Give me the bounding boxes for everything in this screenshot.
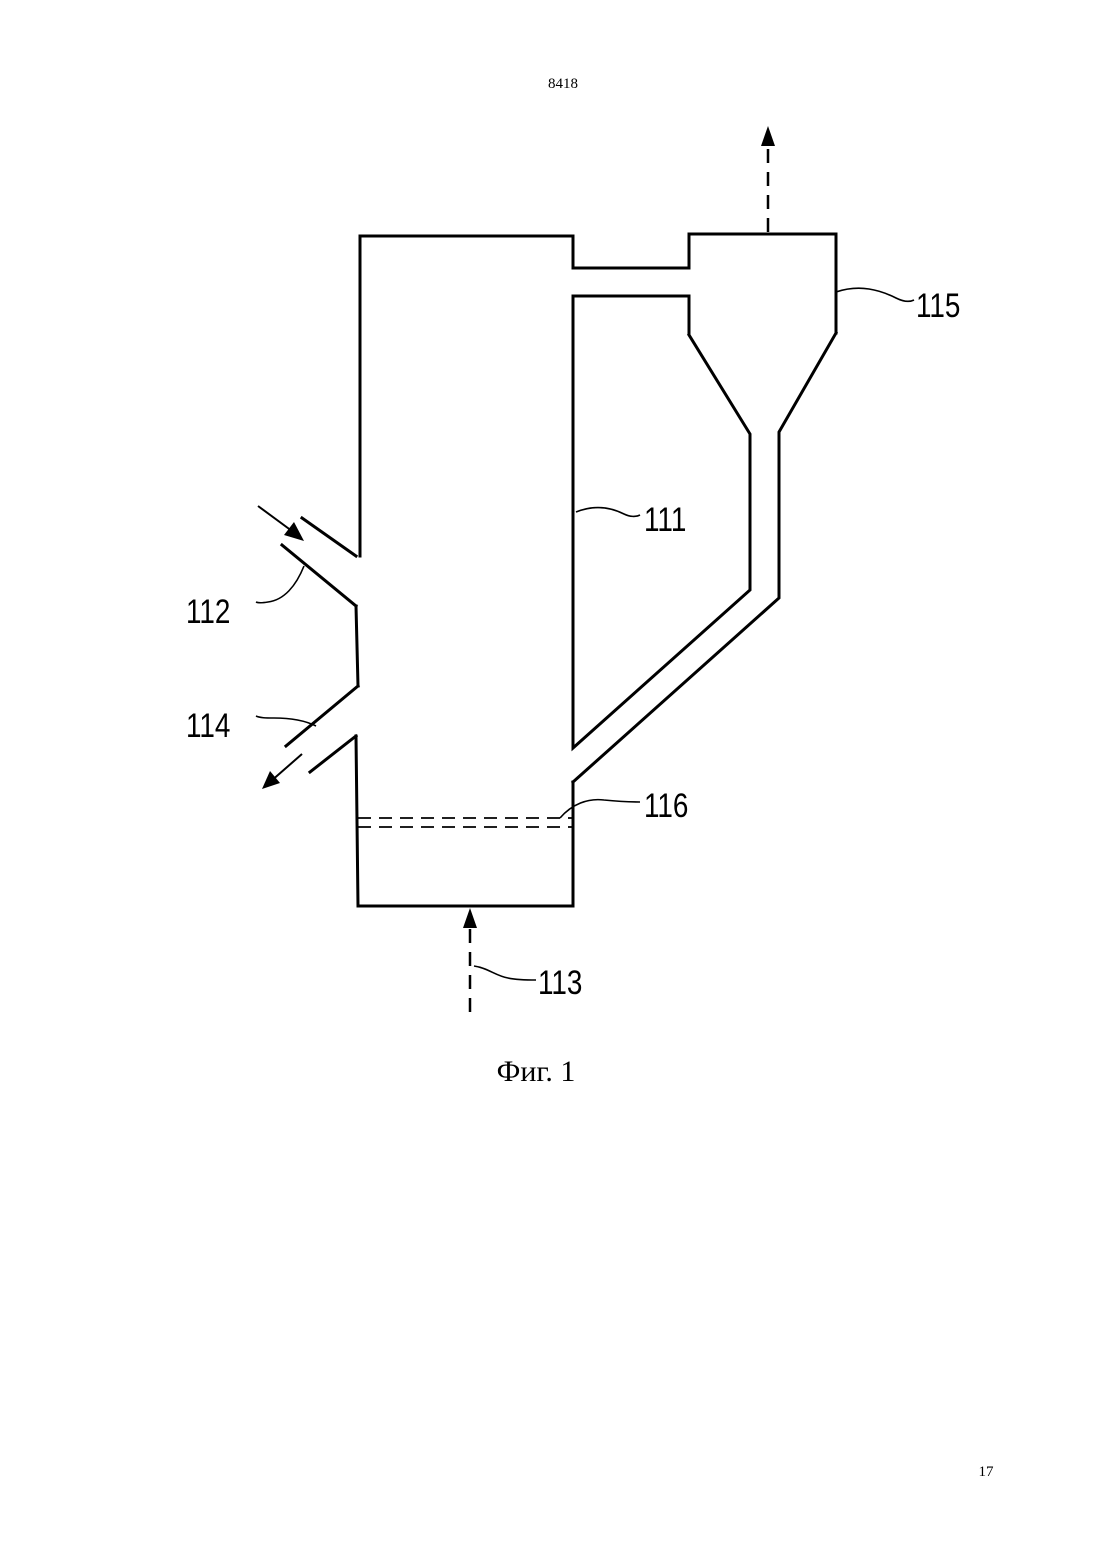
gas-outlet-flow-arrow	[761, 126, 775, 232]
solids-outlet-arrowhead	[262, 771, 280, 789]
leader-lines	[256, 288, 914, 980]
solids-outlet-nozzle	[262, 686, 358, 789]
leader-115	[836, 288, 914, 301]
label-115: 115	[916, 286, 960, 324]
outlet-nozzle-lower-wall	[310, 736, 356, 772]
label-113: 113	[538, 963, 582, 1001]
feed-nozzle-upper-wall	[302, 518, 356, 556]
outlet-nozzle-upper-wall	[286, 686, 358, 746]
leader-111	[576, 508, 640, 517]
reactor-vessel	[356, 234, 836, 906]
feed-nozzle-lower-wall	[282, 545, 356, 606]
label-112: 112	[186, 592, 230, 630]
label-116: 116	[644, 786, 688, 824]
label-114: 114	[186, 706, 230, 744]
label-111: 111	[644, 500, 686, 538]
figure-caption: Фиг. 1	[436, 1052, 636, 1092]
distributor-grid	[358, 818, 573, 827]
leader-113	[474, 966, 536, 980]
gas-inlet-flow-arrow	[463, 908, 477, 1012]
vessel-left-wall-middle	[356, 606, 358, 686]
leader-112	[256, 566, 304, 603]
feed-inlet-nozzle	[258, 506, 356, 606]
feed-inlet-arrowhead	[284, 522, 304, 541]
vessel-left-wall-lower	[356, 736, 573, 906]
gas-inlet-arrowhead	[463, 908, 477, 928]
leader-114	[256, 716, 316, 726]
gas-outlet-arrowhead	[761, 126, 775, 146]
page-number: 17	[966, 1462, 1006, 1482]
